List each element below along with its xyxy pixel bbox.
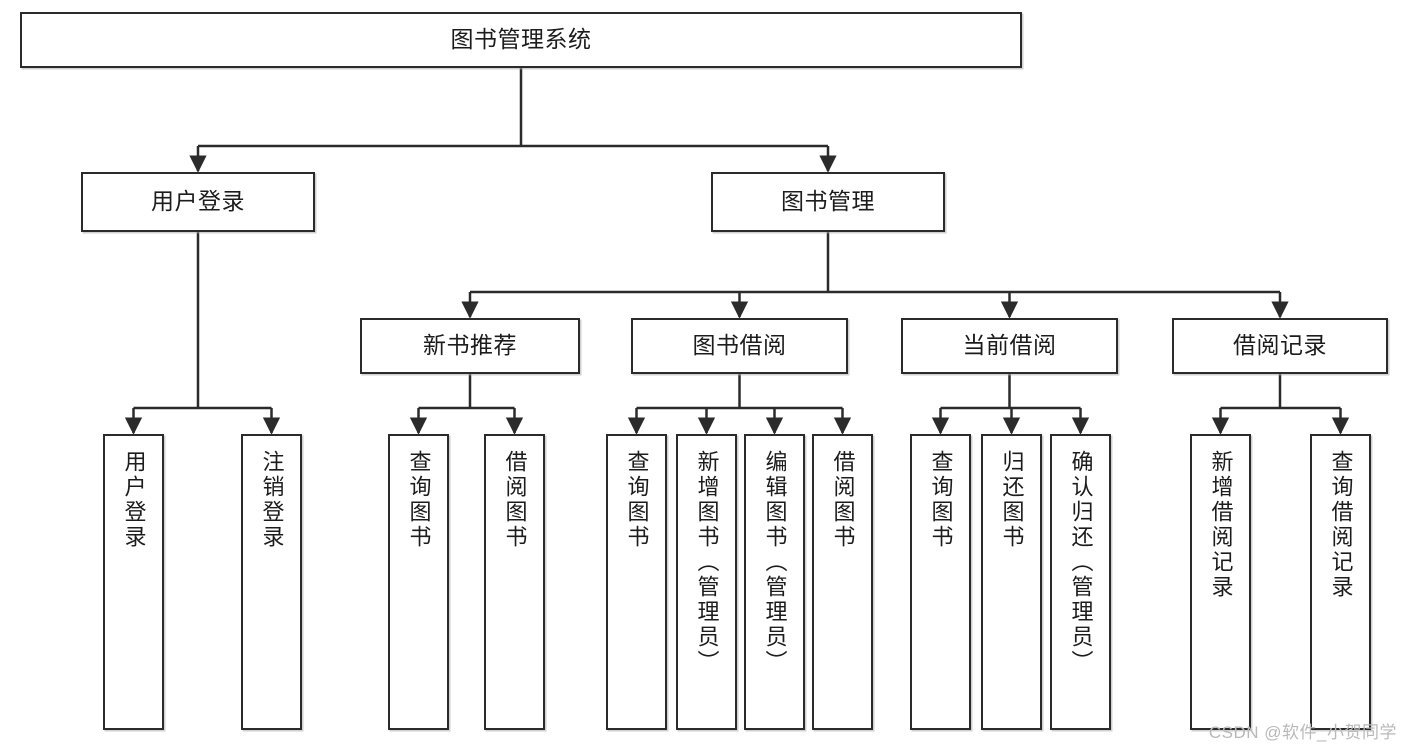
node-leaf-add-book[interactable]: 新增图书（管理员） [676,434,737,730]
node-label: 新书推荐 [423,332,517,359]
node-borrow-record[interactable]: 借阅记录 [1172,318,1388,374]
watermark-text: CSDN @软件_小贺同学 [1208,723,1397,742]
node-root[interactable]: 图书管理系统 [20,12,1022,68]
node-leaf-return-book[interactable]: 归还图书 [981,434,1042,730]
node-leaf-edit-book[interactable]: 编辑图书（管理员） [744,434,805,730]
node-leaf-add-record[interactable]: 新增借阅记录 [1190,434,1251,730]
node-user-login[interactable]: 用户登录 [81,172,315,232]
node-leaf-user-login[interactable]: 用户登录 [103,434,164,730]
node-leaf-borrow-book-1[interactable]: 借阅图书 [484,434,545,730]
node-label: 借阅图书 [502,450,528,550]
node-leaf-confirm-return[interactable]: 确认归还（管理员） [1050,434,1111,730]
node-label: 归还图书 [999,450,1025,550]
node-new-book-rec[interactable]: 新书推荐 [360,318,580,374]
node-label: 当前借阅 [962,332,1057,359]
node-label: 查询图书 [406,450,432,550]
node-book-manage[interactable]: 图书管理 [711,172,945,232]
node-label: 查询图书 [928,450,954,550]
node-leaf-query-record[interactable]: 查询借阅记录 [1310,434,1371,730]
node-label: 图书借阅 [692,332,787,359]
node-label: 注销登录 [259,450,285,550]
node-label: 查询借阅记录 [1328,450,1354,600]
node-label: 新增图书（管理员） [694,450,720,675]
node-label: 图书管理 [781,188,875,215]
node-book-borrow[interactable]: 图书借阅 [631,318,848,374]
node-label: 借阅图书 [830,450,856,550]
node-label: 确认归还（管理员） [1068,450,1094,675]
node-label: 用户登录 [121,450,147,550]
node-label: 借阅记录 [1233,332,1327,359]
node-label: 图书管理系统 [450,26,592,53]
node-leaf-query-book-3[interactable]: 查询图书 [910,434,971,730]
node-label: 编辑图书（管理员） [762,450,788,675]
node-leaf-query-book-1[interactable]: 查询图书 [388,434,449,730]
node-label: 新增借阅记录 [1208,450,1234,600]
node-leaf-query-book-2[interactable]: 查询图书 [606,434,667,730]
node-label: 查询图书 [624,450,650,550]
node-current-borrow[interactable]: 当前借阅 [901,318,1118,374]
node-leaf-borrow-book-2[interactable]: 借阅图书 [812,434,873,730]
node-leaf-user-logout[interactable]: 注销登录 [241,434,302,730]
node-label: 用户登录 [151,188,245,215]
